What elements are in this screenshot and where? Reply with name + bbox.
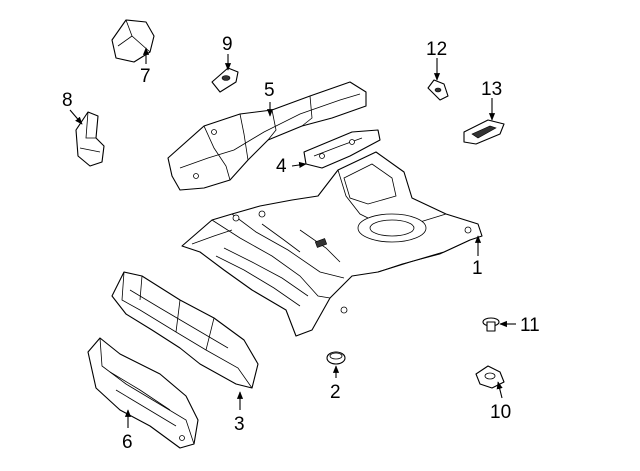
- callout-3: 3: [234, 414, 245, 435]
- part-8-bracket: [75, 111, 105, 167]
- callout-4: 4: [276, 156, 287, 177]
- part-5-side-rail: [167, 81, 367, 191]
- part-4-panel: [303, 129, 381, 169]
- callout-12: 12: [426, 39, 447, 60]
- part-11-fastener: [482, 317, 500, 332]
- part-2-plug: [326, 351, 346, 365]
- callout-5: 5: [264, 80, 275, 101]
- part-10-bracket: [475, 365, 505, 389]
- part-7-bracket: [111, 19, 155, 63]
- part-13-cover: [463, 119, 505, 145]
- callout-9: 9: [222, 34, 233, 55]
- part-6-rear-panel: [87, 337, 199, 449]
- callout-13: 13: [481, 79, 502, 100]
- callout-11: 11: [520, 315, 540, 336]
- callout-8: 8: [62, 90, 73, 111]
- callout-10: 10: [490, 402, 511, 423]
- leader-10: [496, 381, 503, 399]
- callout-7: 7: [140, 66, 151, 87]
- part-12-clip: [427, 79, 449, 101]
- callout-2: 2: [330, 382, 341, 403]
- callout-6: 6: [122, 432, 133, 453]
- part-1-floor-pan: [181, 151, 483, 337]
- part-9-clip: [211, 67, 239, 93]
- leader-4: [291, 161, 307, 169]
- part-3-crossmember: [111, 271, 259, 389]
- callout-1: 1: [472, 258, 483, 279]
- leader-8: [69, 109, 83, 125]
